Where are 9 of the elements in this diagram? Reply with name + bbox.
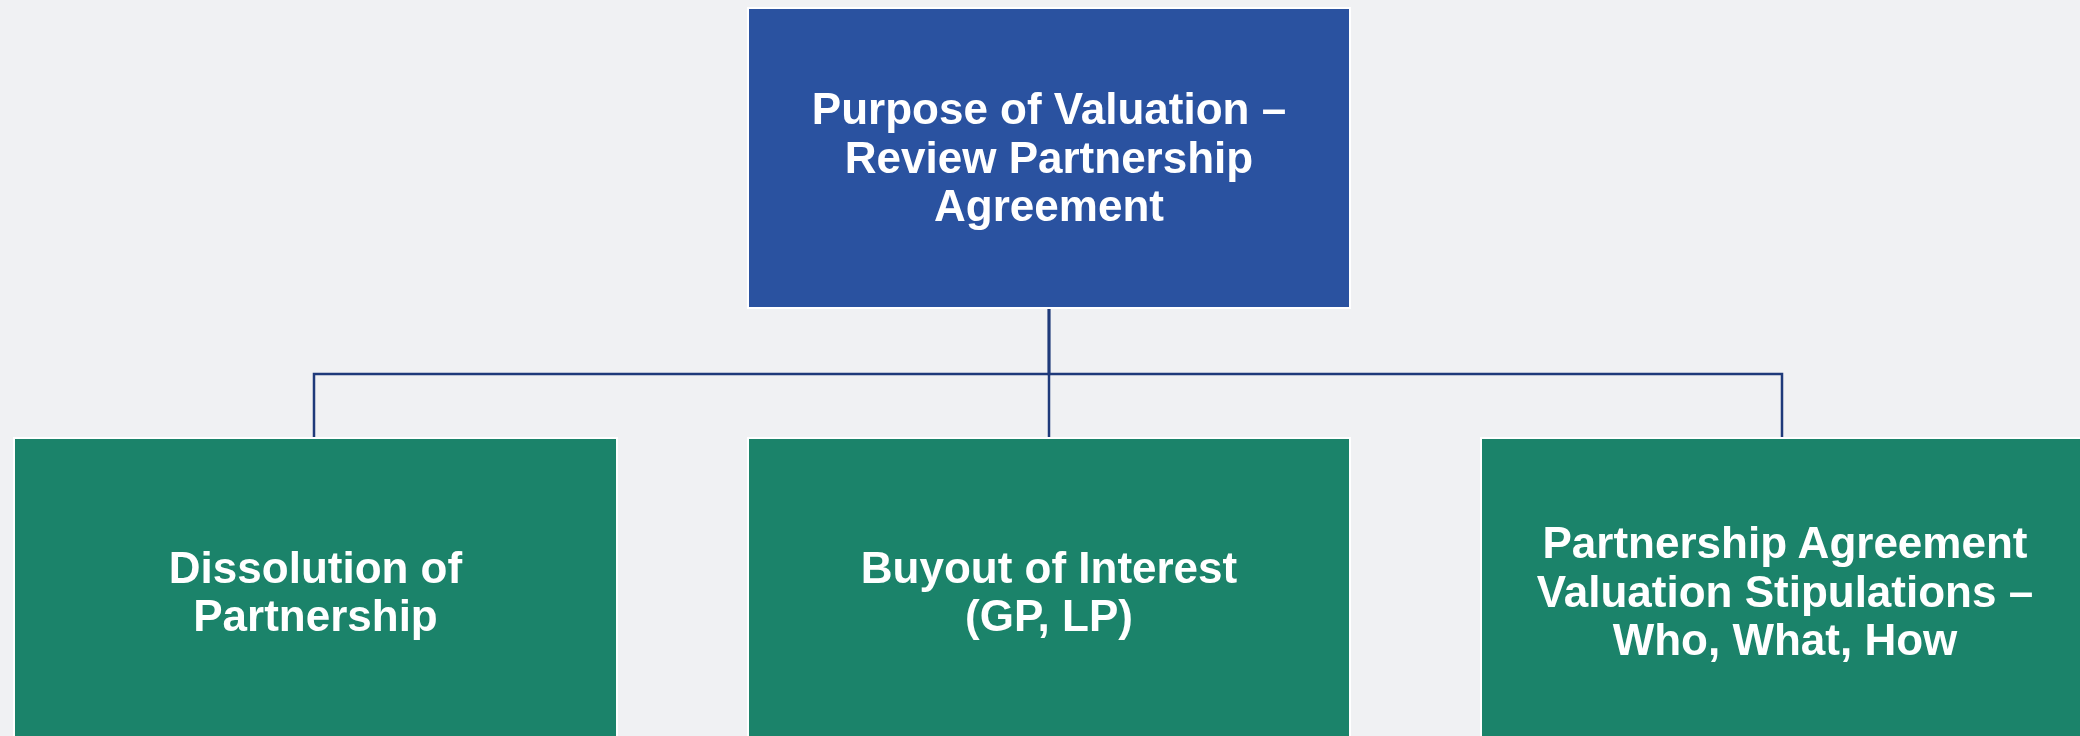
box-label: Dissolution of Partnership	[167, 543, 464, 641]
box-label: Purpose of Valuation – Review Partnership Agreement	[810, 85, 1288, 231]
org-box	[1480, 437, 2080, 736]
box-label: Partnership Agreement Valuation Stipulations – Who, What, How	[1535, 519, 2035, 665]
org-box	[747, 437, 1351, 736]
org-box	[13, 437, 618, 736]
box-label: Buyout of Interest (GP, LP)	[859, 543, 1239, 641]
connector-line	[1047, 309, 1784, 437]
org-box	[747, 7, 1351, 309]
